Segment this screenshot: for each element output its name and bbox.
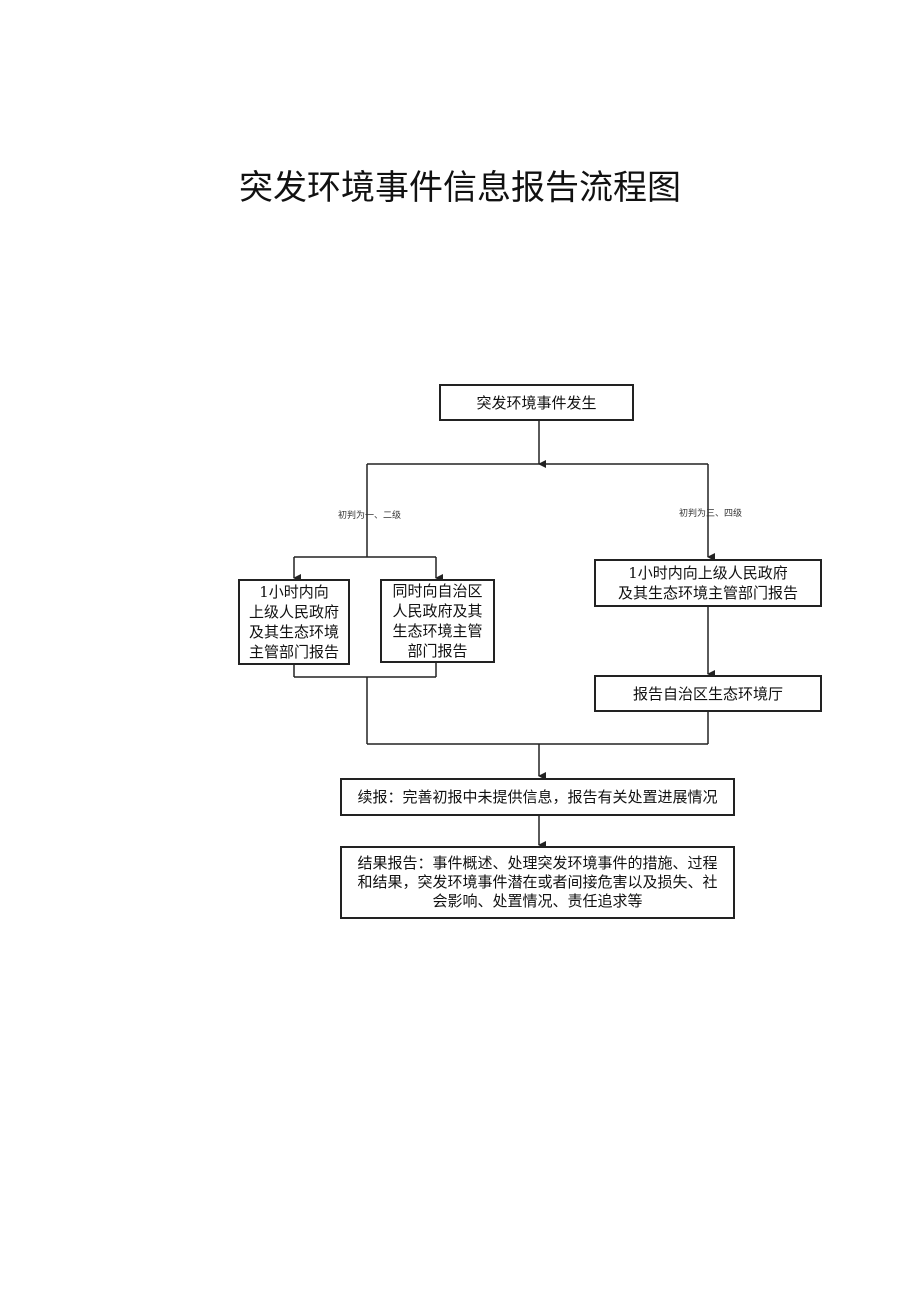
node-right-a: 1小时内向上级人民政府 及其生态环境主管部门报告 <box>594 559 822 607</box>
node-right-b: 报告自治区生态环境厅 <box>594 675 822 712</box>
node-follow-up: 续报：完善初报中未提供信息，报告有关处置进展情况 <box>340 778 735 816</box>
node-final: 结果报告：事件概述、处理突发环境事件的措施、过程 和结果，突发环境事件潜在或者间… <box>340 846 735 919</box>
node-start: 突发环境事件发生 <box>439 384 634 421</box>
node-left-b: 同时向自治区 人民政府及其 生态环境主管 部门报告 <box>380 579 495 663</box>
page-title: 突发环境事件信息报告流程图 <box>239 168 681 208</box>
node-left-a: 1小时内向 上级人民政府 及其生态环境 主管部门报告 <box>238 579 350 665</box>
branch-label-right: 初判为三、四级 <box>679 509 743 519</box>
branch-label-left: 初判为一、二级 <box>338 511 402 521</box>
